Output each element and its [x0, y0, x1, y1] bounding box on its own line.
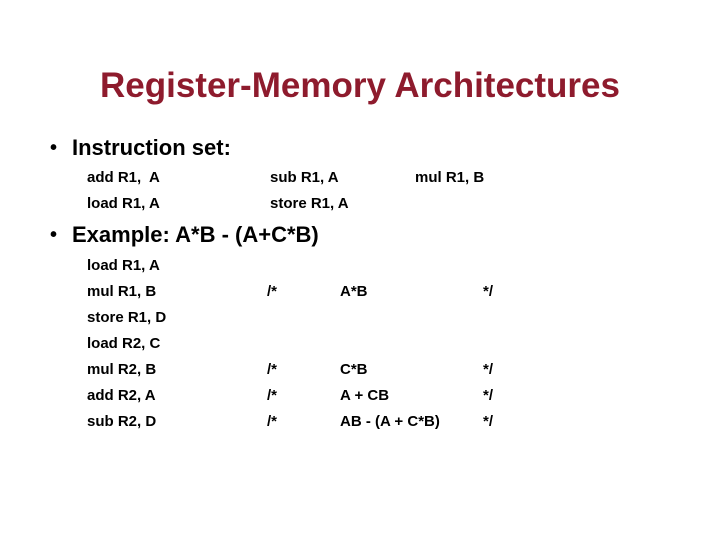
comment-expression: A*B — [340, 283, 368, 300]
code-instruction: mul R2, B — [87, 361, 157, 378]
example-bullet: • Example: A*B - (A+C*B) — [0, 222, 720, 248]
code-row: load R1, A — [0, 256, 720, 278]
instruction-cell: load R1, A — [87, 195, 160, 212]
instruction-cell: sub R1, A — [270, 169, 339, 186]
comment-expression: AB - (A + C*B) — [340, 413, 440, 430]
code-row: sub R2, D /* AB - (A + C*B) */ — [0, 412, 720, 434]
code-instruction: add R2, A — [87, 387, 156, 404]
comment-expression: C*B — [340, 361, 368, 378]
code-instruction: sub R2, D — [87, 413, 157, 430]
comment-expression: A + CB — [340, 387, 390, 404]
code-instruction: load R1, A — [87, 257, 160, 274]
bullet-icon: • — [50, 224, 58, 246]
instruction-set-row: add R1, A sub R1, A mul R1, B — [0, 168, 720, 190]
comment-open: /* — [267, 361, 278, 378]
code-row: mul R2, B /* C*B */ — [0, 360, 720, 382]
instruction-cell: store R1, A — [270, 195, 349, 212]
code-row: add R2, A /* A + CB */ — [0, 386, 720, 408]
comment-close: */ — [483, 413, 494, 430]
code-instruction: load R2, C — [87, 335, 161, 352]
instruction-set-heading: Instruction set: — [72, 135, 231, 160]
comment-open: /* — [267, 413, 278, 430]
code-instruction: mul R1, B — [87, 283, 157, 300]
instruction-cell: mul R1, B — [415, 169, 485, 186]
instruction-cell: add R1, A — [87, 169, 160, 186]
comment-close: */ — [483, 361, 494, 378]
code-row: load R2, C — [0, 334, 720, 356]
example-heading: Example: A*B - (A+C*B) — [72, 222, 319, 247]
comment-open: /* — [267, 283, 278, 300]
code-instruction: store R1, D — [87, 309, 167, 326]
code-row: mul R1, B /* A*B */ — [0, 282, 720, 304]
instruction-set-row: load R1, A store R1, A — [0, 194, 720, 216]
instruction-set-bullet: • Instruction set: — [0, 135, 720, 161]
bullet-icon: • — [50, 137, 58, 159]
comment-close: */ — [483, 283, 494, 300]
code-row: store R1, D — [0, 308, 720, 330]
page-title: Register-Memory Architectures — [100, 66, 620, 105]
comment-close: */ — [483, 387, 494, 404]
comment-open: /* — [267, 387, 278, 404]
